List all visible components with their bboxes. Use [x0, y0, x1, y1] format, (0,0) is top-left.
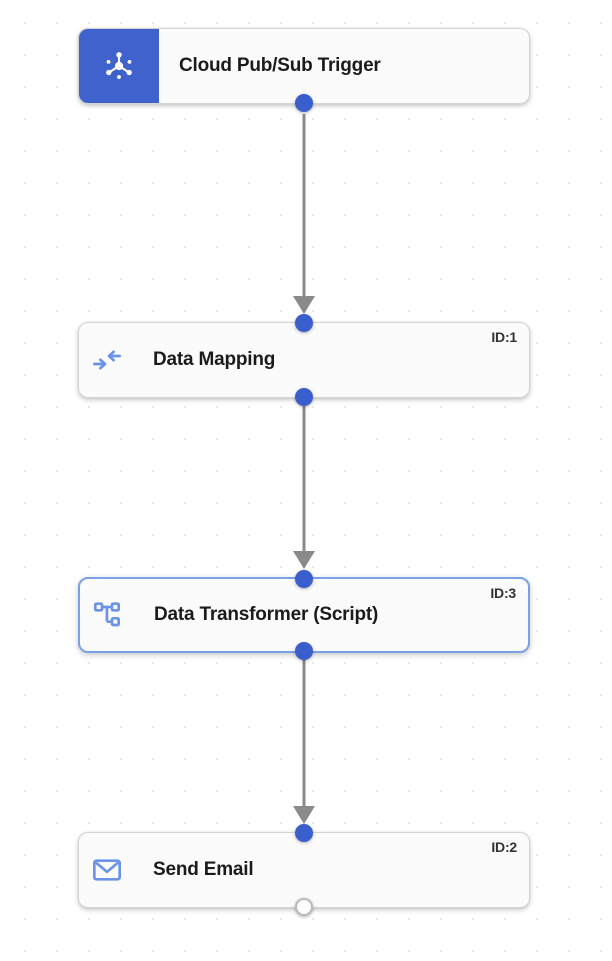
- workflow-node-data-transformer-script[interactable]: Data Transformer (Script) ID:3: [78, 570, 530, 660]
- node-id-badge: ID:3: [490, 585, 516, 601]
- pubsub-hub-icon: [79, 29, 159, 103]
- edge-pubsub-to-data-mapping: [293, 114, 315, 314]
- node-input-handle[interactable]: [295, 570, 313, 588]
- node-output-handle[interactable]: [295, 94, 313, 112]
- workflow-node-cloud-pubsub-trigger[interactable]: Cloud Pub/Sub Trigger: [78, 28, 530, 112]
- node-id-badge: ID:2: [491, 839, 517, 855]
- node-input-handle[interactable]: [295, 314, 313, 332]
- merge-arrows-icon: [79, 323, 135, 397]
- node-label: Send Email: [153, 859, 254, 880]
- workflow-node-send-email[interactable]: Send Email ID:2: [78, 824, 530, 916]
- node-id-badge: ID:1: [491, 329, 517, 345]
- edge-data-mapping-to-transformer: [293, 398, 315, 569]
- node-output-handle[interactable]: [295, 898, 313, 916]
- envelope-icon: [79, 833, 135, 907]
- node-label: Cloud Pub/Sub Trigger: [179, 55, 381, 76]
- node-label: Data Mapping: [153, 349, 276, 370]
- node-output-handle[interactable]: [295, 642, 313, 660]
- node-label: Data Transformer (Script): [154, 604, 379, 625]
- node-input-handle[interactable]: [295, 824, 313, 842]
- workflow-node-data-mapping[interactable]: Data Mapping ID:1: [78, 314, 530, 406]
- node-output-handle[interactable]: [295, 388, 313, 406]
- edge-transformer-to-send-email: [293, 653, 315, 824]
- schema-tree-icon: [80, 579, 136, 651]
